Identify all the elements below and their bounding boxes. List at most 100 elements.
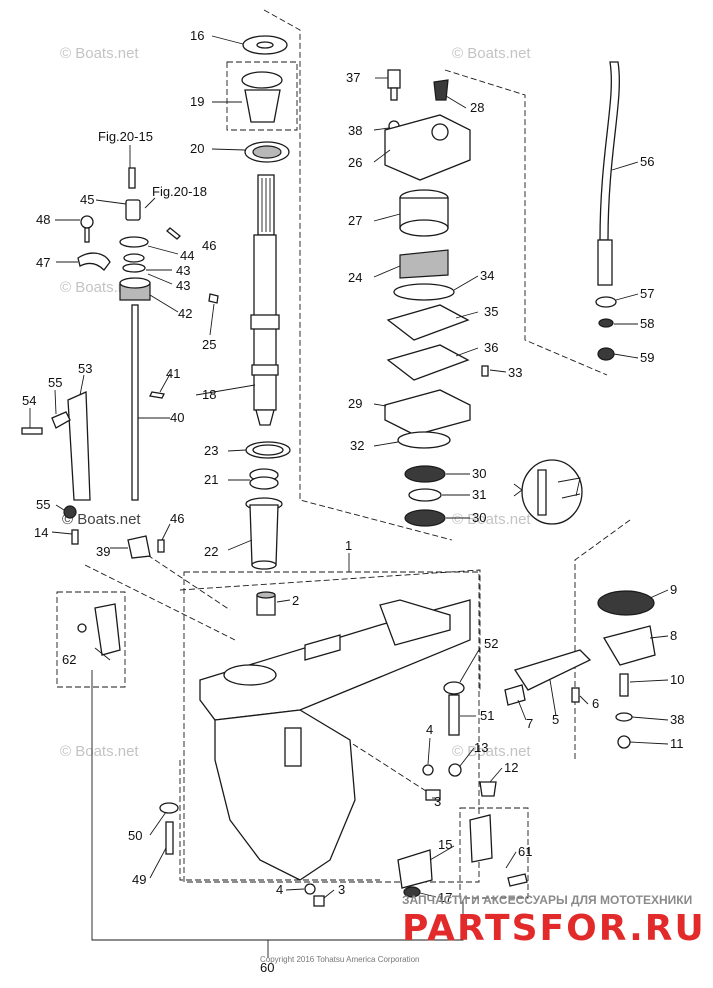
callout-5: 5 — [552, 712, 559, 727]
shift-assembly — [21, 167, 181, 688]
clip-55a — [51, 411, 71, 429]
grommet-57 — [595, 296, 617, 308]
callout-28: 28 — [470, 100, 484, 115]
oring-44 — [119, 236, 149, 248]
callout-38-b: 38 — [670, 712, 684, 727]
plate-47 — [77, 252, 111, 271]
nut-11 — [617, 735, 631, 749]
bolt-37 — [387, 69, 401, 89]
impeller-24 — [399, 249, 449, 279]
bolt-51 — [448, 694, 460, 736]
callout-31: 31 — [472, 487, 486, 502]
callout-42: 42 — [178, 306, 192, 321]
gear-15 — [397, 849, 433, 889]
callout-43-a: 43 — [176, 263, 190, 278]
watermark: © Boats.net — [452, 45, 531, 62]
callout-40: 40 — [170, 410, 184, 425]
clip-41 — [149, 391, 165, 399]
callout-25: 25 — [202, 337, 216, 352]
pin-14 — [71, 529, 79, 545]
washer-4b — [304, 883, 316, 895]
callout-51: 51 — [480, 708, 494, 723]
callout-3-b: 3 — [338, 882, 345, 897]
callout-9: 9 — [670, 582, 677, 597]
grommet-59 — [597, 347, 615, 361]
water-tube-56 — [599, 61, 620, 241]
pin-45 — [125, 199, 141, 221]
callout-60: 60 — [260, 960, 274, 975]
callout-labels: 16 19 20 Fig.20-15 Fig.20-18 45 48 47 46… — [22, 28, 684, 975]
callout-37: 37 — [346, 70, 360, 85]
screw-54 — [21, 427, 43, 435]
seal-detail — [521, 459, 583, 525]
stud-10 — [619, 673, 629, 697]
callout-48: 48 — [36, 212, 50, 227]
gear-case-box — [183, 571, 480, 883]
callout-54: 54 — [22, 393, 36, 408]
callout-24: 24 — [348, 270, 362, 285]
callout-4-a: 4 — [426, 722, 433, 737]
callout-26: 26 — [348, 155, 362, 170]
callout-4-b: 4 — [276, 882, 283, 897]
callout-49: 49 — [132, 872, 146, 887]
callout-18: 18 — [202, 387, 216, 402]
callout-55-b: 55 — [36, 497, 50, 512]
washer-4a — [422, 764, 434, 776]
callout-47: 47 — [36, 255, 50, 270]
key-25 — [208, 293, 219, 304]
oil-seal-30a — [404, 465, 446, 483]
shift-rod-40 — [131, 304, 139, 501]
callout-38-a: 38 — [348, 123, 362, 138]
assembly-lines — [84, 9, 631, 881]
oring-43 — [122, 263, 146, 273]
banner-tagline: ЗАПЧАСТИ И АКСЕССУАРЫ ДЛЯ МОТОТЕХНИКИ — [402, 893, 692, 907]
callout-36: 36 — [484, 340, 498, 355]
anode-61-box — [459, 807, 529, 899]
bearing-19 — [244, 89, 281, 123]
drive-shaft-assembly — [208, 35, 298, 616]
bolt-49 — [165, 821, 174, 855]
grommet-58 — [598, 318, 614, 328]
screw-12 — [479, 781, 497, 797]
plate-36 — [386, 344, 470, 381]
callout-19: 19 — [190, 94, 204, 109]
callout-34: 34 — [480, 268, 494, 283]
anode-62 — [94, 603, 121, 656]
lever-39 — [127, 535, 151, 559]
watermarks: © Boats.net © Boats.net © Boats.net © Bo… — [60, 45, 531, 760]
cover-8 — [603, 625, 656, 666]
gasket-34 — [393, 283, 455, 301]
washer-31 — [408, 488, 442, 502]
watermark: © Boats.net — [452, 743, 531, 760]
callout-44: 44 — [180, 248, 194, 263]
bearing-box-19 — [226, 61, 298, 131]
fig-ref-20-18: Fig.20-18 — [152, 184, 207, 199]
callout-12: 12 — [504, 760, 518, 775]
pump-housing-26 — [384, 114, 471, 181]
callout-41: 41 — [166, 366, 180, 381]
callout-17: 17 — [438, 890, 452, 905]
washer-52 — [443, 681, 465, 695]
callout-6: 6 — [592, 696, 599, 711]
rod-53 — [67, 391, 91, 501]
callout-8: 8 — [670, 628, 677, 643]
callout-53: 53 — [78, 361, 92, 376]
sleeve-22 — [249, 504, 279, 566]
callout-32: 32 — [350, 438, 364, 453]
callout-20: 20 — [190, 141, 204, 156]
callout-2: 2 — [292, 593, 299, 608]
callout-62: 62 — [62, 652, 76, 667]
washer-38b — [615, 712, 633, 722]
copyright-text: Copyright 2016 Tohatsu America Corporati… — [260, 955, 420, 964]
watermark: © Boats.net — [60, 45, 139, 62]
callout-57: 57 — [640, 286, 654, 301]
screw-3b — [313, 895, 325, 907]
bracket-60 — [91, 670, 464, 941]
callout-52: 52 — [484, 636, 498, 651]
screw-6 — [571, 687, 580, 703]
pin-33 — [481, 365, 489, 377]
right-side-parts — [504, 590, 656, 749]
callout-3-a: 3 — [434, 794, 441, 809]
screen-9 — [597, 590, 655, 616]
